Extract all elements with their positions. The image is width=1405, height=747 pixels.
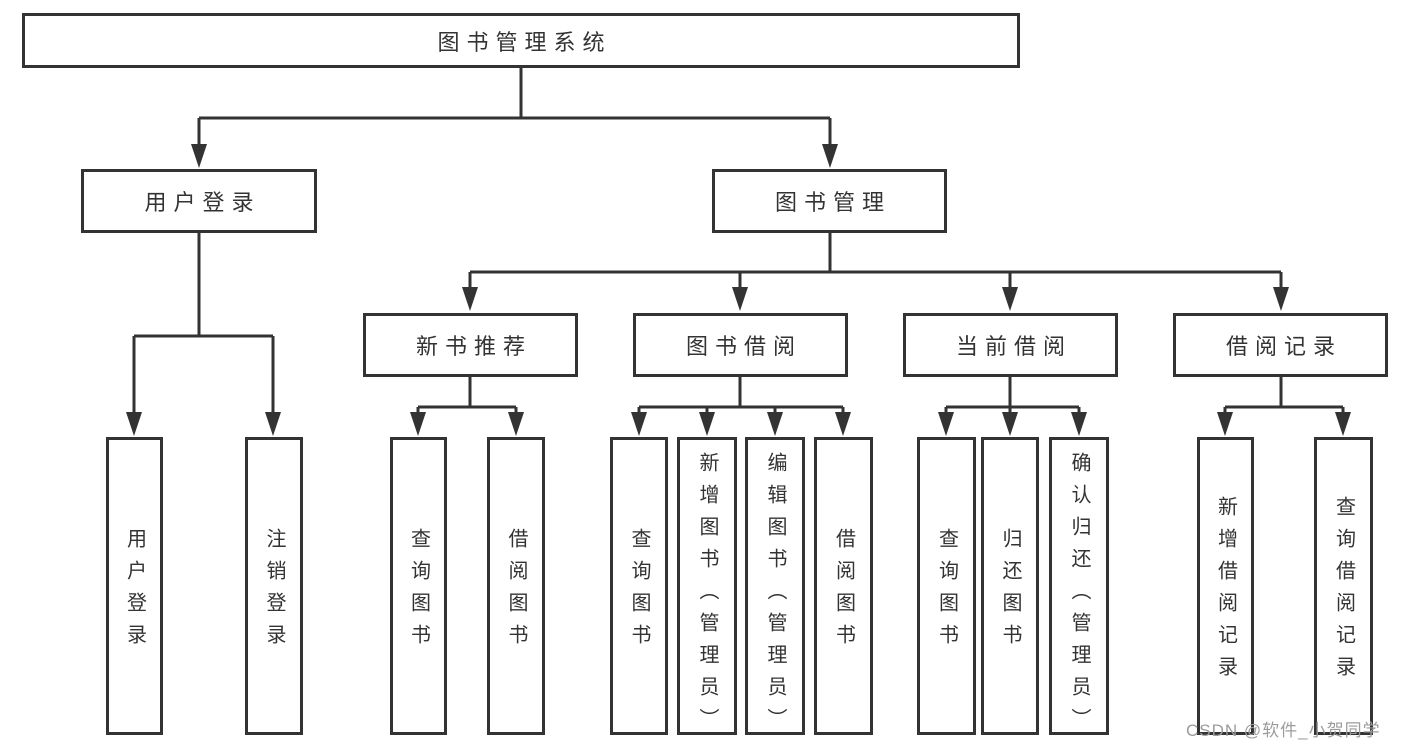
leaf-query-books-borrowing: 查询图书 xyxy=(610,437,668,735)
new-book-branch-arrowheads xyxy=(410,412,524,436)
leaf-user-login: 用户登录 xyxy=(106,437,163,735)
leaf-query-books-recommend: 查询图书 xyxy=(390,437,447,735)
leaf-query-books-current: 查询图书 xyxy=(917,437,976,735)
node-root-library-management-system: 图书管理系统 xyxy=(22,13,1020,68)
root-branch-lines xyxy=(197,68,832,147)
user-login-branch-lines xyxy=(132,233,275,414)
node-current-borrowing: 当前借阅 xyxy=(903,313,1118,377)
node-user-login: 用户登录 xyxy=(81,169,317,233)
book-management-branch-arrowheads xyxy=(462,287,1289,311)
node-book-management: 图书管理 xyxy=(712,169,947,233)
node-borrowing-records: 借阅记录 xyxy=(1173,313,1388,377)
leaf-edit-books-admin: 编辑图书（管理员） xyxy=(745,437,805,740)
leaf-logout: 注销登录 xyxy=(245,437,303,735)
user-login-branch-arrowheads xyxy=(126,412,281,436)
node-new-book-recommendation: 新书推荐 xyxy=(363,313,578,377)
leaf-borrow-books-recommend: 借阅图书 xyxy=(487,437,545,735)
new-book-branch-lines xyxy=(416,377,518,414)
root-branch-arrowheads xyxy=(191,144,838,168)
borrow-record-branch-lines xyxy=(1223,377,1345,414)
leaf-add-borrow-record: 新增借阅记录 xyxy=(1197,437,1254,735)
leaf-return-books: 归还图书 xyxy=(981,437,1039,735)
node-book-borrowing: 图书借阅 xyxy=(633,313,848,377)
csdn-watermark: CSDN @软件_小贺同学 xyxy=(1186,721,1381,740)
book-borrow-branch-lines xyxy=(637,377,845,414)
borrow-record-branch-arrowheads xyxy=(1217,412,1351,436)
book-borrow-branch-arrowheads xyxy=(631,412,851,436)
leaf-confirm-return-admin: 确认归还（管理员） xyxy=(1049,437,1109,740)
leaf-borrow-books: 借阅图书 xyxy=(814,437,873,735)
leaf-add-books-admin: 新增图书（管理员） xyxy=(677,437,737,740)
current-borrow-branch-lines xyxy=(944,377,1081,414)
current-borrow-branch-arrowheads xyxy=(938,412,1087,436)
book-management-branch-lines xyxy=(468,233,1283,290)
leaf-query-borrow-record: 查询借阅记录 xyxy=(1314,437,1373,735)
